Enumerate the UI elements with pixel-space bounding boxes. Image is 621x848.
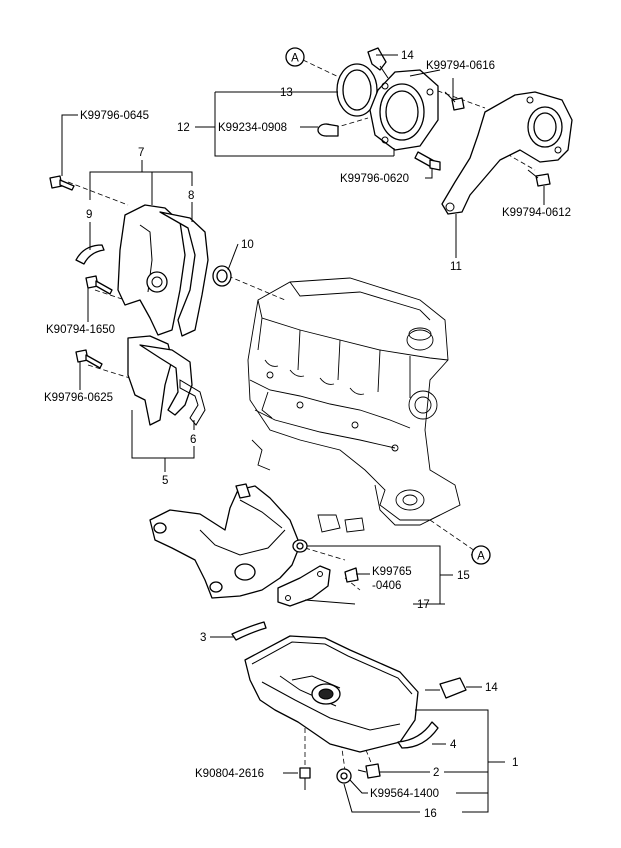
timing-cover-gasket: [179, 379, 206, 426]
ref-marker-a-top: A: [285, 47, 305, 67]
pn-k99765-0406-line1: K99765: [372, 566, 412, 578]
front-oil-seal: [212, 265, 232, 287]
bolt-lower-left: [75, 349, 103, 369]
callout-4: 4: [450, 739, 457, 751]
pn-k99234-0908: K99234-0908: [218, 122, 287, 134]
callout-9: 9: [86, 209, 92, 221]
seal-housing: [369, 69, 439, 151]
sensor-bottom: [425, 677, 467, 699]
lower-timing-cover: [127, 335, 193, 426]
callout-7: 7: [138, 147, 144, 159]
ref-marker-a-bottom-label: A: [477, 551, 485, 563]
sensor-top: [367, 47, 389, 79]
ref-marker-a-bottom: A: [471, 545, 491, 565]
leader-lines: [61, 54, 545, 813]
callout-12: 12: [177, 122, 190, 134]
pn-k99796-0625: K99796-0625: [44, 392, 113, 404]
callout-8: 8: [188, 190, 194, 202]
rear-pan-seal: [397, 721, 439, 749]
callout-16: 16: [424, 808, 437, 820]
pn-k99794-0612: K99794-0612: [502, 207, 571, 219]
engine-support-bracket: [149, 483, 301, 599]
oil-seal-ring: [336, 63, 378, 117]
upper-timing-cover: [117, 204, 209, 337]
callout-6: 6: [190, 434, 196, 446]
callout-1: 1: [512, 757, 518, 769]
callout-14-top: 14: [401, 50, 414, 62]
bolt-plate: [527, 169, 551, 187]
front-pan-seal: [231, 621, 267, 641]
pn-k90804-2616: K90804-2616: [195, 768, 264, 780]
oil-pan-bolt: [299, 767, 311, 790]
half-moon-seal: [75, 244, 105, 265]
bracket-screw: [344, 567, 359, 583]
bolt-upper-left: [49, 175, 75, 191]
callout-17: 17: [417, 599, 430, 611]
bolt-housing: [414, 151, 441, 171]
callout-3: 3: [200, 632, 206, 644]
pn-k99765-0406-line2: -0406: [372, 580, 401, 592]
callout-14-bottom: 14: [485, 682, 498, 694]
callout-13: 13: [280, 87, 293, 99]
pn-k99564-1400: K99564-1400: [370, 788, 439, 800]
pn-k90794-1650: K90794-1650: [46, 324, 115, 336]
pn-k99794-0616: K99794-0616: [426, 60, 495, 72]
callout-15: 15: [457, 570, 470, 582]
drain-plug: [357, 763, 381, 779]
rear-plate: [441, 91, 573, 215]
stiffener-plate: [277, 565, 331, 607]
ref-marker-a-top-label: A: [291, 53, 299, 65]
pn-k99796-0645: K99796-0645: [80, 110, 149, 122]
engine-block: [247, 277, 461, 533]
bolt-mid-left: [85, 275, 113, 295]
bracket-dowel: [292, 539, 308, 553]
callout-10: 10: [241, 239, 254, 251]
callout-11: 11: [450, 261, 462, 273]
callout-5: 5: [162, 475, 168, 487]
part-number-labels: K99794-0616 K99796-0645 K99234-0908 K997…: [44, 60, 571, 800]
oil-pan: [244, 635, 419, 753]
drain-washer: [336, 768, 352, 784]
pn-k99796-0620: K99796-0620: [340, 173, 409, 185]
callout-numbers: 1 2 3 4 5 6 7 8 9 10 11 12 13 14 14 15 1…: [86, 50, 518, 820]
callout-2: 2: [433, 767, 439, 779]
dowel-sleeve: [317, 123, 339, 137]
bolt-top-right: [444, 91, 465, 111]
